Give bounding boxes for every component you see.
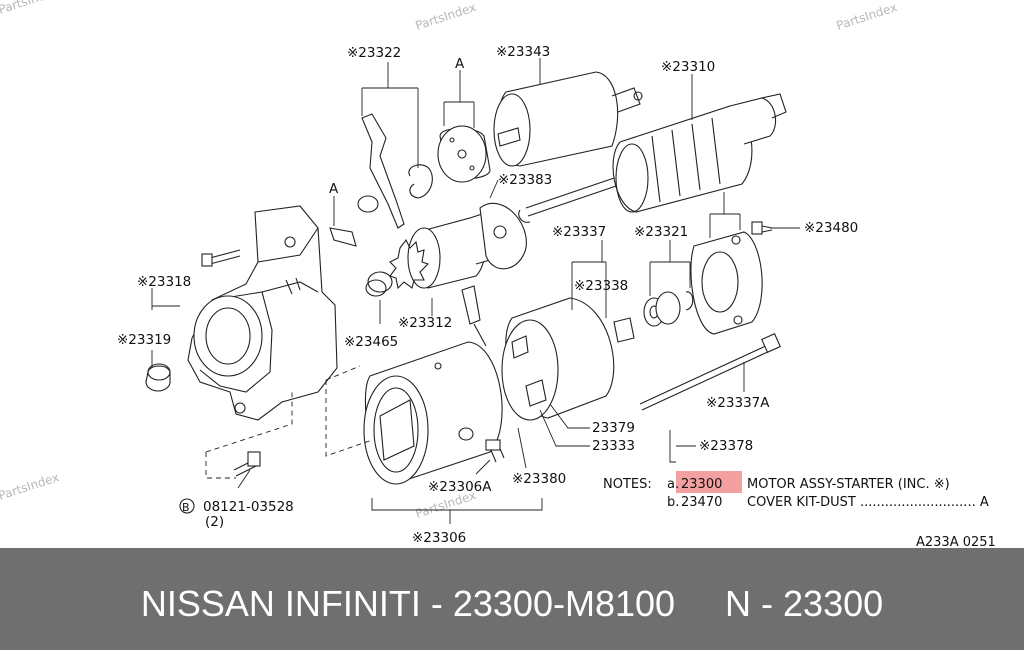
brush-holder-drawing [461, 285, 615, 421]
watermark-mid-left: PartsIndex [0, 470, 61, 503]
label-23383: ※23383 [498, 172, 552, 188]
notes-a-marker: a. [667, 477, 679, 492]
magnetic-switch-drawing [493, 71, 643, 167]
label-23378: ※23378 [699, 438, 753, 454]
watermark-top-right: PartsIndex [835, 0, 899, 33]
label-23319: ※23319 [117, 332, 171, 348]
armature-drawing [518, 93, 787, 223]
starter-motor-diagram: PartsIndex PartsIndex PartsIndex PartsIn… [0, 0, 996, 548]
notes-a-part-number: 23300 [681, 477, 722, 492]
bushing-drawing [145, 363, 171, 392]
notes-b-part-number: 23470 [681, 495, 722, 510]
mounting-bolt-drawing [233, 451, 261, 477]
watermark-top-left: PartsIndex [0, 0, 61, 17]
bolt-callout-circle [179, 498, 195, 514]
label-23480: ※23480 [804, 220, 858, 236]
label-23312: ※23312 [398, 315, 452, 331]
label-ref-a-top: A [455, 56, 465, 72]
label-23465: ※23465 [344, 334, 398, 350]
label-23379: 23379 [592, 420, 635, 436]
housing-bolt-drawing [201, 249, 241, 267]
label-23310: ※23310 [661, 59, 715, 75]
bolt-callout-letter: B [182, 501, 190, 514]
label-23306a: ※23306A [428, 479, 492, 495]
yoke-screw-drawing [485, 439, 505, 463]
washers-drawing [613, 291, 694, 343]
footer-bar: NISSAN INFINITI - 23300-M8100 N - 23300 [0, 548, 1024, 650]
dashed-outline-center [325, 365, 373, 457]
notes-label: NOTES: [603, 477, 652, 492]
notes-b-marker: b. [667, 495, 679, 510]
diagram-code: A233A 0251 [916, 535, 996, 548]
gear-housing-drawing [187, 205, 338, 421]
label-23380: ※23380 [512, 471, 566, 487]
label-23306: ※23306 [412, 530, 466, 546]
shift-lever-drawing [329, 113, 433, 247]
yoke-drawing [363, 341, 503, 485]
label-23321: ※23321 [634, 224, 688, 240]
notes-a-description: MOTOR ASSY-STARTER (INC. ※) [747, 477, 950, 492]
leader-lines [151, 58, 800, 524]
rear-cover-drawing [690, 231, 763, 335]
label-bolt-code: 08121-03528 [203, 499, 294, 515]
dashed-outline-left [205, 392, 293, 479]
label-23338: ※23338 [574, 278, 628, 294]
watermark-top-center: PartsIndex [414, 0, 478, 33]
rear-screw-drawing [751, 221, 773, 235]
through-bolt-drawing [639, 333, 781, 411]
label-ref-a-left: A [329, 181, 339, 197]
snap-ring-drawing [365, 271, 393, 297]
footer-title: NISSAN INFINITI - 23300-M8100 N - 23300 [140, 583, 884, 624]
notes-highlight [676, 471, 742, 493]
label-23318: ※23318 [137, 274, 191, 290]
label-23322: ※23322 [347, 45, 401, 61]
label-bolt-qty: (2) [205, 514, 224, 530]
label-23337a: ※23337A [706, 395, 770, 411]
label-23333: 23333 [592, 438, 635, 454]
plate-drawing [437, 125, 491, 183]
label-23337: ※23337 [552, 224, 606, 240]
notes-b-description: COVER KIT-DUST .........................… [747, 495, 989, 510]
center-bracket-drawing [479, 202, 527, 270]
label-23343: ※23343 [496, 44, 550, 60]
